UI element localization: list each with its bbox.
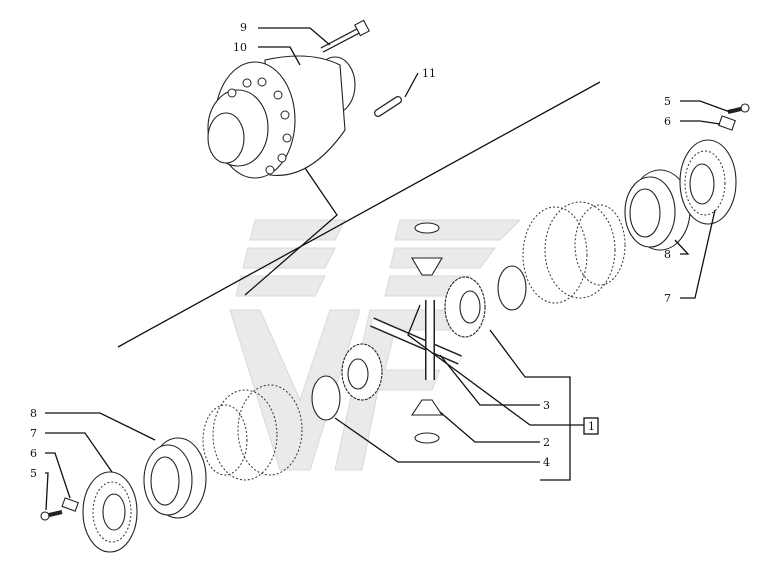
case-half-right [522,201,626,304]
thrust-washer-left [311,375,341,421]
callout-1-box [583,417,599,435]
callout-3: 3 [543,399,550,412]
lock-plate-6-right [718,115,736,131]
differential-housing-assembly [207,55,356,179]
washer-top [414,222,440,234]
callout-4: 4 [543,456,550,469]
leader-9 [258,27,331,46]
leader-5-left [45,472,49,511]
leader-3 [439,354,540,406]
pinion-gear-bottom [410,399,444,416]
leader-7-left [45,432,113,473]
leader-10 [258,46,301,66]
thrust-washer-right [497,265,527,311]
bearing-8-right [624,169,691,251]
callout-5-right: 5 [664,95,671,108]
bolt-5-right [727,103,750,114]
leader-5-right [680,100,731,113]
leader-4 [334,417,540,463]
bearing-8-left [143,437,207,519]
callout-10: 10 [233,41,247,54]
callout-1: 1 [588,420,595,433]
washer-bottom [414,432,440,444]
pin-11 [374,96,402,117]
watermark-logo [229,219,522,471]
callout-7-left: 7 [30,427,37,440]
bolt-5-left [40,510,63,521]
housing-leader [244,167,338,296]
callout-5-left: 5 [30,467,37,480]
bolt-9 [320,19,370,53]
side-gear-left [341,343,383,401]
leader-group-1-bracket [489,329,571,481]
leader-8-right [674,239,690,255]
leader-2 [439,411,540,443]
callout-9: 9 [240,21,247,34]
callout-8-left: 8 [30,407,37,420]
leader-1 [407,304,585,426]
adjuster-nut-7-left [82,471,138,553]
leader-7-right [680,209,716,299]
case-half-left [202,384,303,481]
callout-8-right: 8 [664,248,671,261]
callout-6-left: 6 [30,447,37,460]
leader-8-left [45,412,156,441]
leader-6-right [680,120,721,125]
pinion-gear-top [411,257,443,276]
callout-2: 2 [543,436,550,449]
leader-6-left [45,452,71,499]
leader-11 [404,72,419,98]
adjuster-nut-7-right [679,139,737,225]
side-gear-right [444,276,486,338]
section-divider-line [117,81,601,348]
callout-11: 11 [422,67,436,80]
callout-6-right: 6 [664,115,671,128]
callout-7-right: 7 [664,292,671,305]
lock-plate-6-left [61,497,79,512]
